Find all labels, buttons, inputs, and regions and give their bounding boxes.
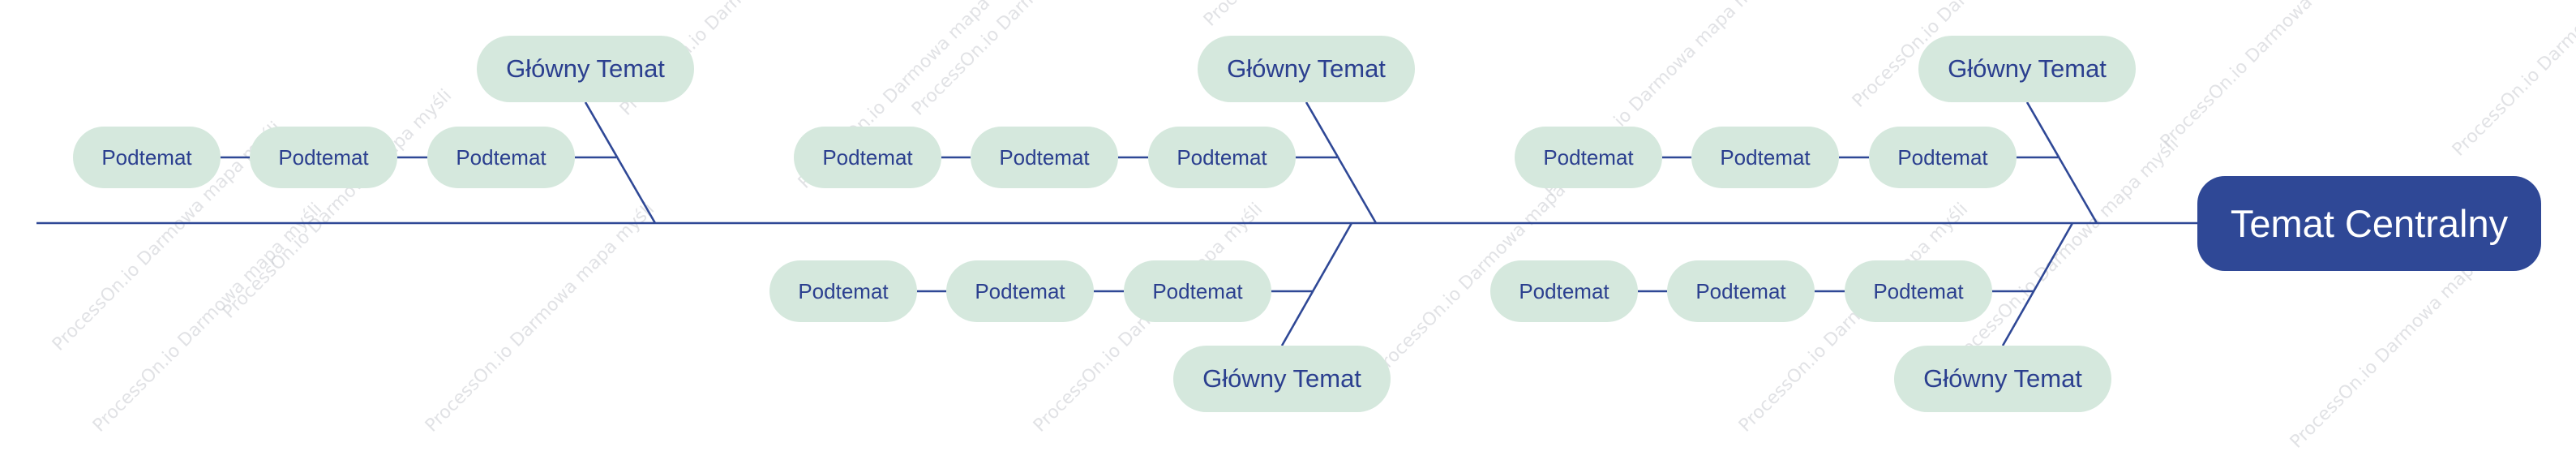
- subtopic-2-2[interactable]: Podtemat: [971, 127, 1118, 188]
- subtopic-2-3[interactable]: Podtemat: [1148, 127, 1296, 188]
- subtopic-5-1[interactable]: Podtemat: [1490, 260, 1638, 322]
- subtopic-1-2[interactable]: Podtemat: [250, 127, 397, 188]
- subtopic-2-1[interactable]: Podtemat: [794, 127, 941, 188]
- branch-bone-3: [2025, 101, 2098, 224]
- main-topic-2[interactable]: Główny Temat: [1198, 36, 1415, 102]
- branch-bone-1: [584, 101, 657, 224]
- subtopic-4-3[interactable]: Podtemat: [1124, 260, 1271, 322]
- subtopic-4-1[interactable]: Podtemat: [769, 260, 917, 322]
- main-topic-1[interactable]: Główny Temat: [477, 36, 694, 102]
- branch-bone-4: [1280, 222, 1353, 346]
- branch-bone-2: [1305, 101, 1378, 224]
- subtopic-3-1[interactable]: Podtemat: [1515, 127, 1662, 188]
- branch-bone-5: [2001, 222, 2074, 346]
- subtopic-1-3[interactable]: Podtemat: [427, 127, 575, 188]
- subtopic-5-2[interactable]: Podtemat: [1667, 260, 1815, 322]
- subtopic-3-2[interactable]: Podtemat: [1691, 127, 1839, 188]
- main-topic-5[interactable]: Główny Temat: [1894, 346, 2111, 412]
- subtopic-3-3[interactable]: Podtemat: [1869, 127, 2017, 188]
- main-topic-3[interactable]: Główny Temat: [1918, 36, 2136, 102]
- main-topic-4[interactable]: Główny Temat: [1173, 346, 1391, 412]
- central-topic[interactable]: Temat Centralny: [2197, 176, 2541, 271]
- subtopic-1-1[interactable]: Podtemat: [73, 127, 221, 188]
- subtopic-4-2[interactable]: Podtemat: [946, 260, 1094, 322]
- subtopic-5-3[interactable]: Podtemat: [1845, 260, 1992, 322]
